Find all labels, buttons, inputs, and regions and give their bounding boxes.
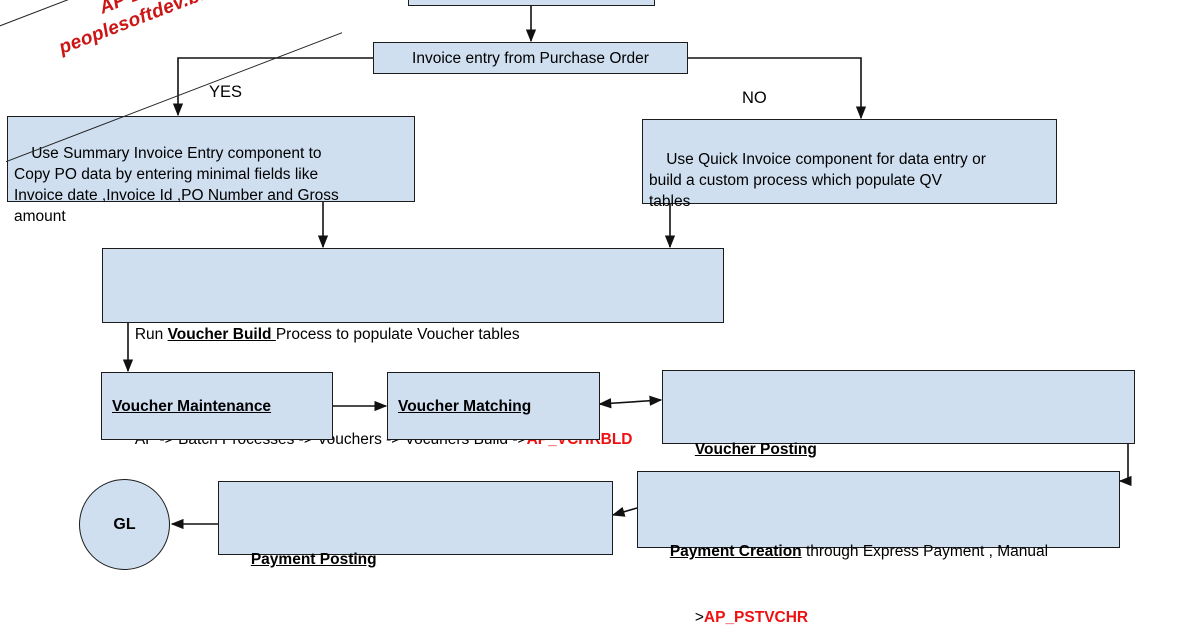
node-payment-creation-heading: Payment Creation (669, 543, 802, 560)
node-payment-posting[interactable]: Payment Posting AP -> Batch Processes ->… (218, 481, 613, 568)
voucher-posting-process-code: AP_PSTVCHR (703, 609, 809, 626)
edge-label-no: NO (742, 89, 767, 107)
node-voucher-build-line1: Run Voucher Build Process to populate Vo… (109, 303, 717, 366)
node-gl-label: GL (113, 515, 136, 533)
watermark-line2: peoplesoftdev.blog (56, 0, 231, 59)
edge-label-yes: YES (209, 83, 243, 101)
node-payment-creation[interactable]: Payment Creation through Express Payment… (637, 471, 1120, 628)
node-voucher-build[interactable]: Run Voucher Build Process to populate Vo… (102, 248, 724, 448)
node-invoice-entry-from-po[interactable]: Invoice entry from Purchase Order (373, 42, 688, 74)
voucher-build-line1-post: Process to populate Voucher tables (275, 326, 520, 343)
voucher-build-line1-pre: Run (134, 326, 168, 343)
node-quick-invoice[interactable]: Use Quick Invoice component for data ent… (642, 119, 1057, 210)
node-gl[interactable]: GL (79, 479, 170, 570)
top-stub-node[interactable] (408, 0, 655, 6)
node-voucher-matching[interactable]: Voucher Matching (387, 372, 600, 440)
node-voucher-posting[interactable]: Voucher Posting AP ->Batch Processes ->V… (662, 370, 1135, 626)
node-voucher-matching-label: Voucher Matching (398, 397, 532, 415)
node-voucher-posting-heading-row: Voucher Posting (669, 418, 1128, 481)
node-voucher-maintenance[interactable]: Voucher Maintenance (101, 372, 333, 440)
payment-creation-line1-post: through Express Payment , Manual (801, 543, 1049, 560)
node-voucher-posting-heading: Voucher Posting (694, 441, 817, 458)
node-invoice-entry-from-po-label: Invoice entry from Purchase Order (412, 49, 649, 67)
wire-decision-no (688, 57, 867, 120)
node-summary-invoice-entry-label: Use Summary Invoice Entry component to C… (14, 145, 339, 225)
node-payment-creation-line1: Payment Creation through Express Payment… (644, 520, 1113, 583)
node-quick-invoice-label: Use Quick Invoice component for data ent… (649, 151, 986, 210)
voucher-posting-line3-pre: > (694, 609, 704, 626)
voucher-build-line1-bold: Voucher Build (167, 326, 276, 343)
node-voucher-posting-line3: >AP_PSTVCHR (669, 586, 1128, 628)
node-payment-posting-heading-row: Payment Posting (225, 528, 606, 591)
node-summary-invoice-entry[interactable]: Use Summary Invoice Entry component to C… (7, 116, 415, 225)
node-voucher-maintenance-label: Voucher Maintenance (112, 397, 272, 415)
node-payment-posting-heading: Payment Posting (250, 551, 377, 568)
